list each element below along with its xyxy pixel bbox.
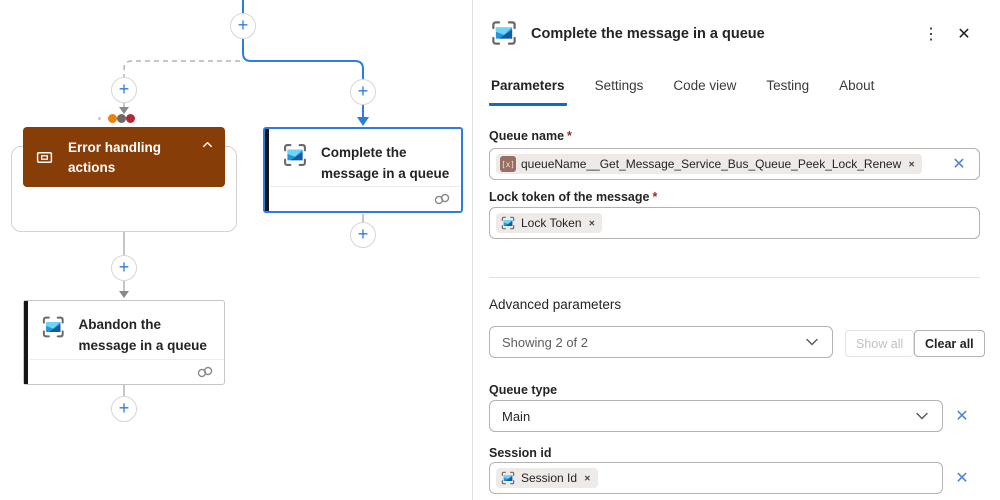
node-complete-the-message-in-a-queue[interactable]: Complete the message in a queue xyxy=(263,127,463,213)
node-title: Abandon the message in a queue xyxy=(78,317,207,353)
queue-type-dropdown[interactable]: Main xyxy=(489,400,943,432)
token-dismiss-icon[interactable]: ✕ xyxy=(584,473,591,483)
node-error-handling-actions[interactable]: Error handling actions xyxy=(23,127,225,187)
close-icon[interactable]: ✕ xyxy=(952,22,976,46)
chevron-down-icon xyxy=(804,334,820,350)
token-label: Session Id xyxy=(521,471,578,485)
lock-token-pill[interactable]: Lock Token ✕ xyxy=(496,213,603,233)
tab-settings[interactable]: Settings xyxy=(593,78,646,106)
show-all-button[interactable]: Show all xyxy=(845,330,915,357)
lock-token-input[interactable]: Lock Token ✕ xyxy=(489,207,980,239)
node-abandon-the-message-in-a-queue[interactable]: Abandon the message in a queue xyxy=(23,300,225,385)
tab-about[interactable]: About xyxy=(837,78,876,106)
service-bus-icon xyxy=(489,18,519,48)
chevron-down-icon xyxy=(914,408,930,424)
token-label: Lock Token xyxy=(521,216,582,230)
add-action-button[interactable]: + xyxy=(111,255,137,281)
section-divider xyxy=(489,277,980,278)
node-title: Complete the message in a queue xyxy=(321,145,450,181)
queue-name-input[interactable]: [x] queueName__Get_Message_Service_Bus_Q… xyxy=(489,148,980,180)
advanced-parameters-heading: Advanced parameters xyxy=(489,297,622,312)
session-id-token-pill[interactable]: Session Id ✕ xyxy=(496,468,598,488)
tab-testing[interactable]: Testing xyxy=(764,78,811,106)
service-bus-icon xyxy=(40,313,67,341)
queue-name-token-pill[interactable]: [x] queueName__Get_Message_Service_Bus_Q… xyxy=(496,154,922,174)
workflow-canvas: + + + + + + + Error handling actions Com… xyxy=(0,0,472,500)
chevron-up-icon[interactable] xyxy=(200,137,215,152)
token-dismiss-icon[interactable]: ✕ xyxy=(908,159,915,169)
panel-divider xyxy=(472,0,473,500)
parameter-token-icon: [x] xyxy=(500,156,516,172)
service-bus-icon xyxy=(500,470,516,486)
remove-session-id-button[interactable]: ✕ xyxy=(950,466,974,490)
scope-icon xyxy=(36,151,53,164)
run-after-status-dots xyxy=(98,114,135,123)
panel-title: Complete the message in a queue xyxy=(531,26,765,42)
add-action-button[interactable]: + xyxy=(111,396,137,422)
add-action-button[interactable]: + xyxy=(350,222,376,248)
status-dot-small xyxy=(98,117,101,120)
add-action-button[interactable]: + xyxy=(350,79,376,105)
add-action-button[interactable]: + xyxy=(111,77,137,103)
service-bus-icon xyxy=(500,215,516,231)
queue-type-label: Queue type xyxy=(489,383,558,397)
status-dot-gray xyxy=(117,114,126,123)
token-dismiss-icon[interactable]: ✕ xyxy=(588,218,596,228)
panel-tabs: Parameters Settings Code view Testing Ab… xyxy=(489,78,876,106)
status-dot-red xyxy=(126,114,135,123)
required-asterisk: * xyxy=(567,129,572,143)
clear-queue-name-button[interactable]: ✕ xyxy=(947,152,971,176)
queue-name-label: Queue name* xyxy=(489,129,572,143)
action-details-panel: Complete the message in a queue ⋮ ✕ Para… xyxy=(473,0,1000,500)
connection-link-icon xyxy=(433,193,451,205)
required-asterisk: * xyxy=(652,190,658,204)
session-id-input[interactable]: Session Id ✕ xyxy=(489,462,943,494)
connection-link-icon xyxy=(196,366,214,378)
dropdown-value: Main xyxy=(502,408,531,424)
dropdown-value: Showing 2 of 2 xyxy=(502,334,589,350)
more-options-icon[interactable]: ⋮ xyxy=(919,22,943,46)
node-accent-bar xyxy=(265,129,269,211)
status-dot-orange xyxy=(108,114,117,123)
node-accent-bar xyxy=(24,301,28,384)
lock-token-label: Lock token of the message* xyxy=(489,190,658,204)
service-bus-icon xyxy=(281,141,309,169)
advanced-parameters-dropdown[interactable]: Showing 2 of 2 xyxy=(489,326,833,358)
token-label: queueName__Get_Message_Service_Bus_Queue… xyxy=(521,157,902,171)
tab-code-view[interactable]: Code view xyxy=(671,78,738,106)
clear-all-button[interactable]: Clear all xyxy=(914,330,985,357)
remove-queue-type-button[interactable]: ✕ xyxy=(950,404,974,428)
session-id-label: Session id xyxy=(489,446,552,460)
node-title: Error handling actions xyxy=(68,140,162,175)
tab-parameters[interactable]: Parameters xyxy=(489,78,567,106)
add-action-button[interactable]: + xyxy=(230,13,256,39)
workflow-edges xyxy=(119,0,369,396)
